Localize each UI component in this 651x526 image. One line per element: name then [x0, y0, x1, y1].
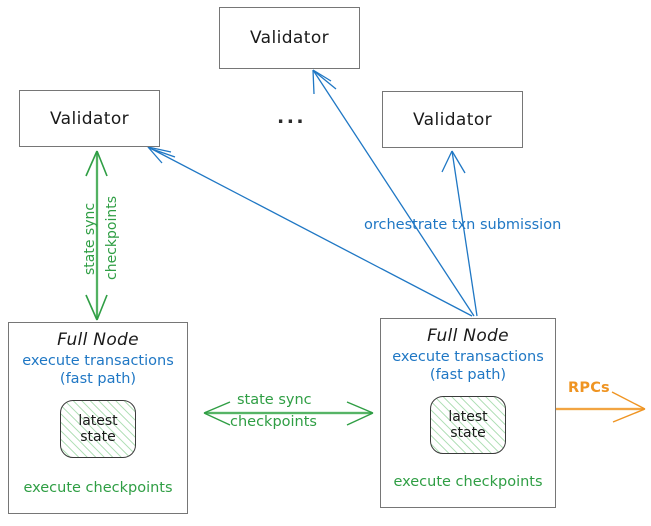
full-node-left-fastpath: execute transactions (fast path) [22, 353, 174, 388]
orchestrate-arrow-to-right-validator [441, 150, 478, 317]
full-node-right-title: Full Node [427, 326, 509, 346]
full-node-right[interactable]: Full Node execute transactions (fast pat… [380, 318, 556, 508]
validator-node-top[interactable]: Validator [219, 7, 360, 69]
validators-ellipsis: ... [277, 106, 307, 128]
validator-top-label: Validator [249, 28, 330, 48]
validator-node-left[interactable]: Validator [19, 90, 160, 147]
latest-state-left-line2: state [80, 429, 116, 446]
state-sync-vertical-arrow [85, 150, 108, 321]
latest-state-box-right: latest state [430, 396, 506, 455]
full-node-right-fastpath: execute transactions (fast path) [392, 349, 544, 384]
state-sync-horizontal-label-line1: state sync [237, 392, 312, 408]
latest-state-right-line2: state [450, 425, 486, 442]
orchestrate-txn-submission-label: orchestrate txn submission [364, 217, 562, 233]
validator-right-label: Validator [412, 109, 493, 130]
rpcs-arrow [556, 391, 646, 423]
state-sync-vertical-label-line1: state sync [82, 202, 98, 275]
full-node-left[interactable]: Full Node execute transactions (fast pat… [8, 322, 188, 514]
full-node-right-blue-line2: (fast path) [429, 366, 507, 383]
state-sync-horizontal-label-line2: checkpoints [230, 414, 317, 430]
orchestrate-arrow-to-left-validator [147, 146, 473, 317]
latest-state-box-left: latest state [60, 400, 136, 459]
latest-state-right-line1: latest [448, 409, 488, 426]
latest-state-left-line1: latest [78, 413, 118, 430]
validator-node-right[interactable]: Validator [382, 91, 523, 148]
full-node-right-green-footer: execute checkpoints [393, 474, 543, 490]
orchestrate-arrow-to-top-validator [312, 69, 475, 317]
state-sync-vertical-label-line2: checkpoints [104, 196, 120, 280]
state-sync-horizontal-arrow [203, 401, 374, 426]
full-node-right-blue-line1: execute transactions [392, 349, 544, 365]
full-node-left-blue-line2: (fast path) [59, 370, 137, 387]
full-node-left-blue-line1: execute transactions [22, 353, 174, 369]
rpcs-label: RPCs [568, 380, 610, 396]
full-node-left-green-footer: execute checkpoints [23, 480, 173, 496]
validator-left-label: Validator [49, 108, 130, 129]
full-node-left-title: Full Node [57, 330, 139, 350]
